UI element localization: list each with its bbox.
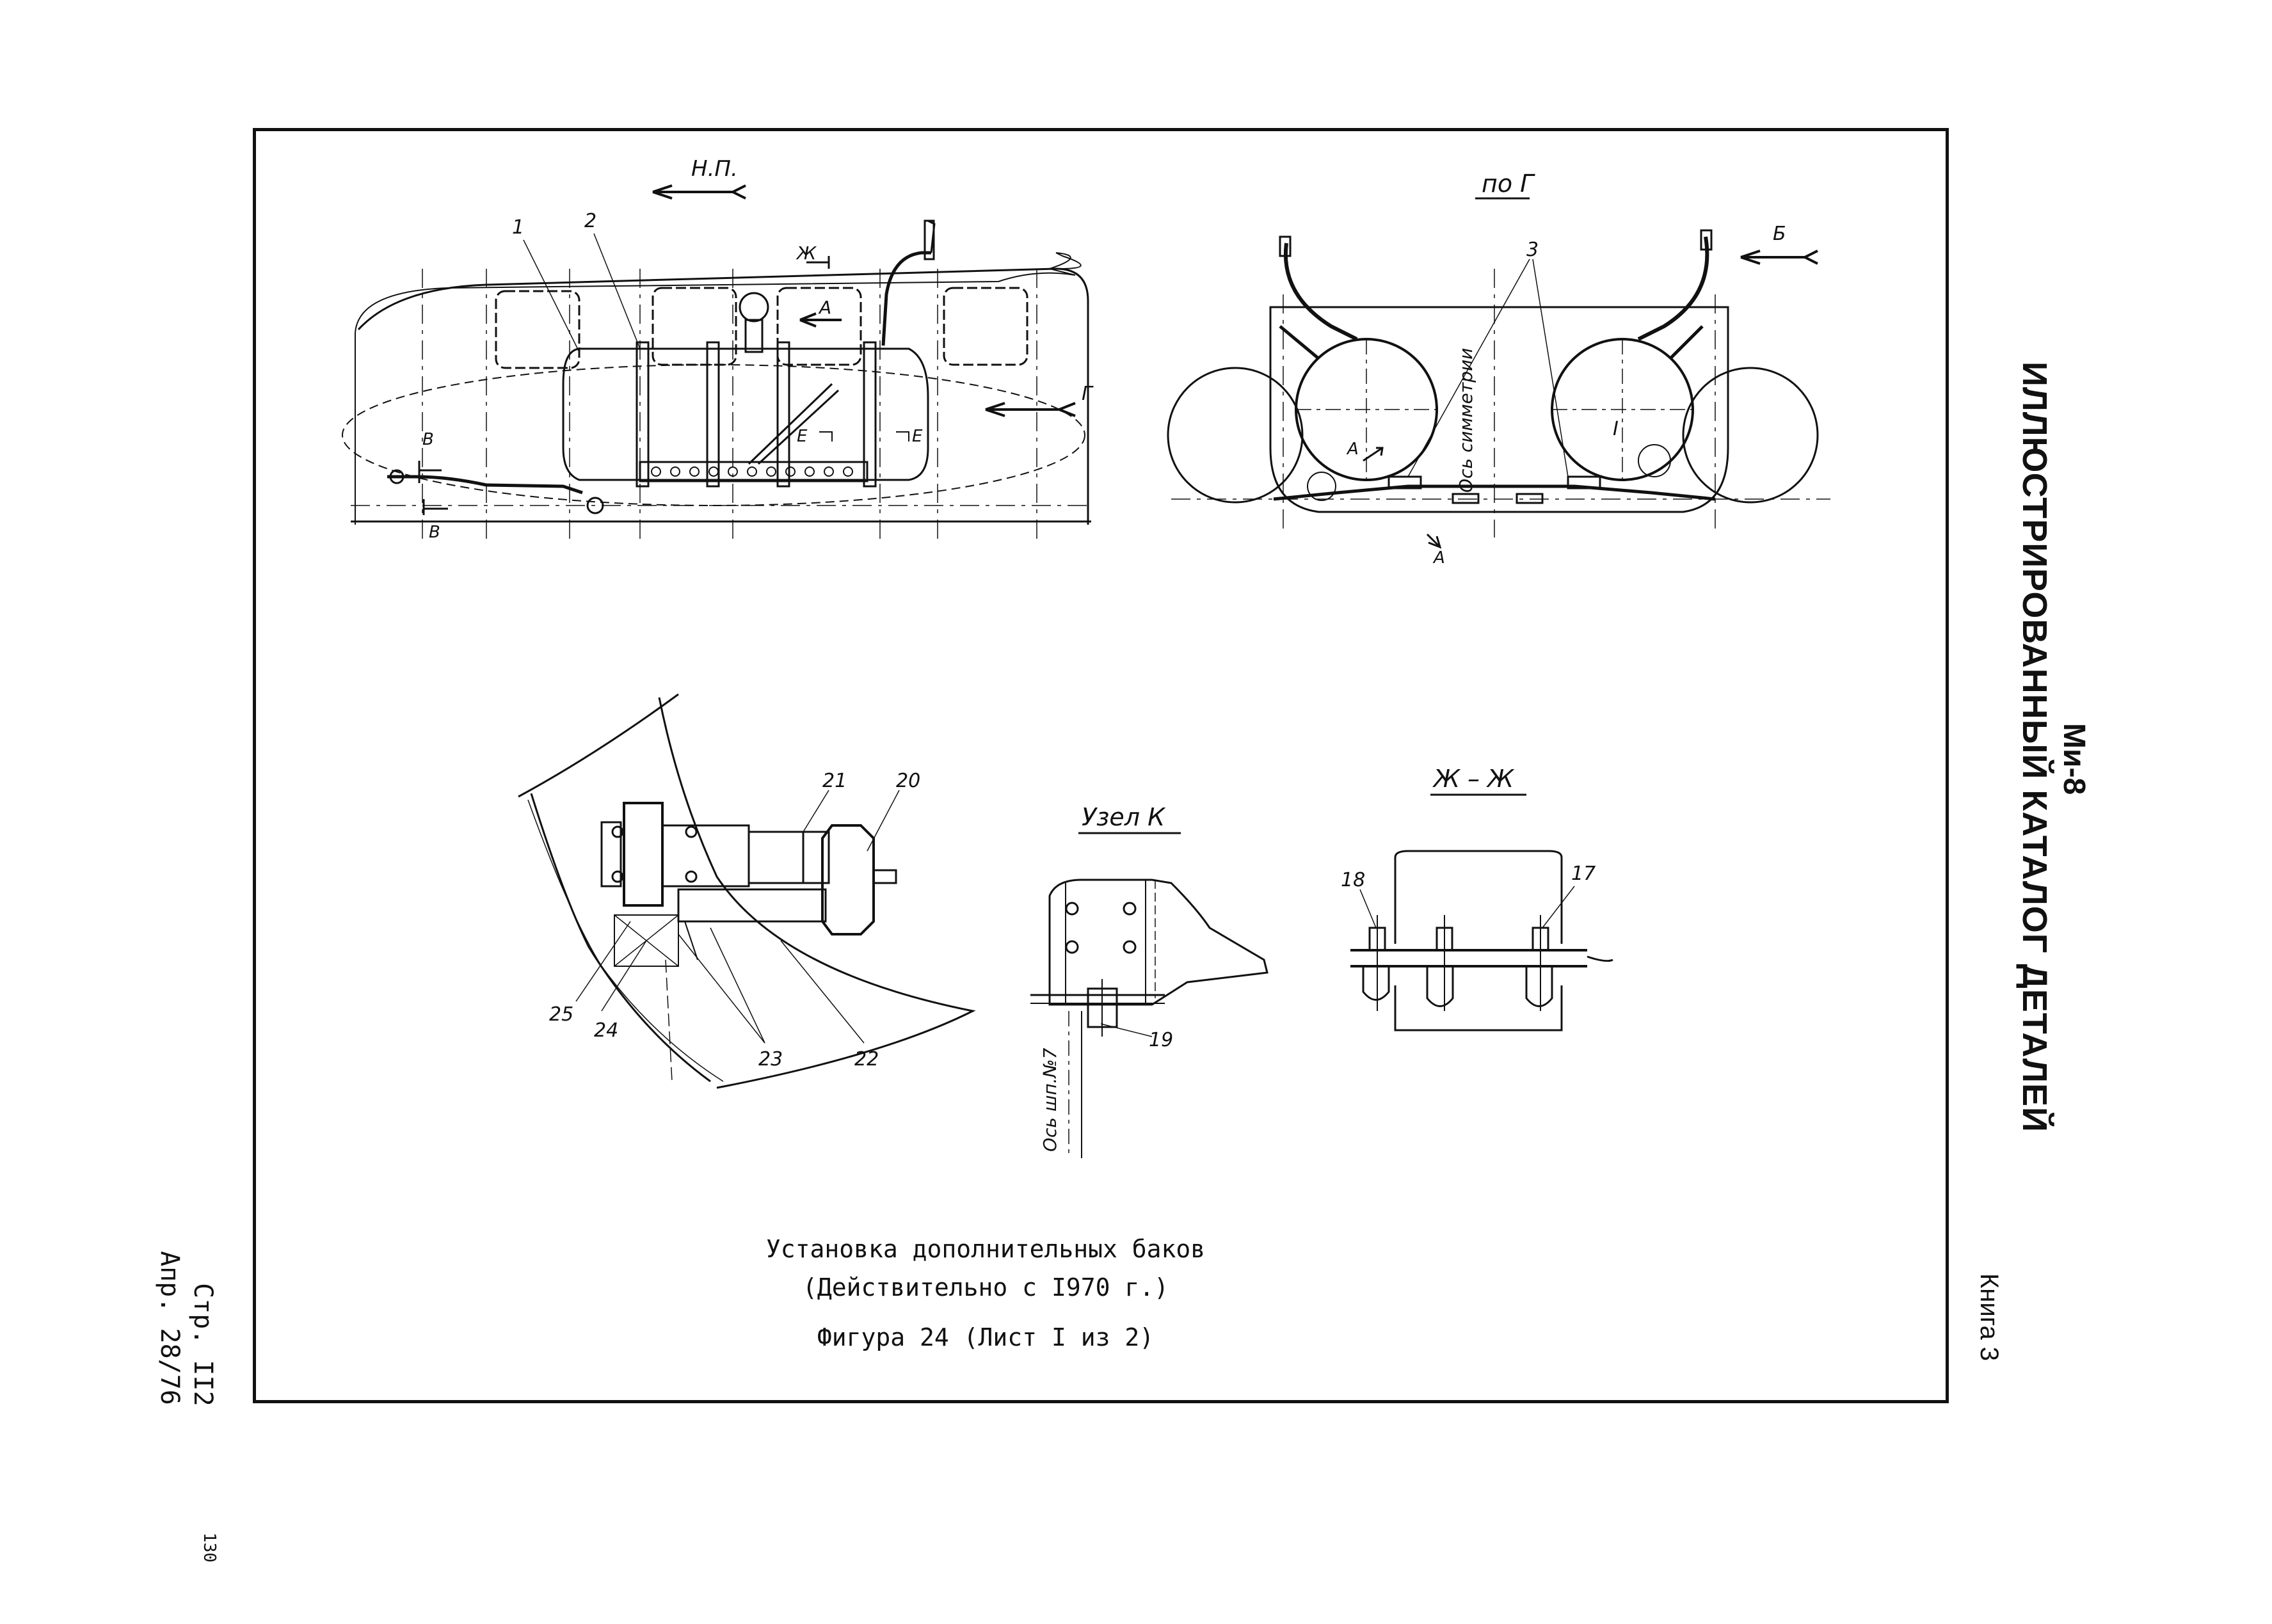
view-g-title: по Г: [1482, 170, 1535, 198]
page-number: Стр. II2: [188, 1283, 218, 1406]
uzel-k-title: Узел К: [1082, 803, 1166, 831]
view-g: по Г Б 3 Ось симметрии I А А: [1167, 170, 1830, 568]
section-v-top: В: [422, 430, 434, 449]
callout-23: 23: [758, 1048, 783, 1071]
callout-25: 25: [549, 1003, 573, 1026]
callout-3: 3: [1526, 239, 1539, 261]
section-zh: Ж – Ж 18 17: [1341, 765, 1613, 1031]
section-e-left: Е: [797, 427, 808, 446]
callout-24: 24: [594, 1019, 618, 1042]
arrow-np-label: Н.П.: [691, 156, 738, 182]
callout-18: 18: [1341, 869, 1365, 891]
uzel-k: Узел К 19 Ось шп.№7: [1030, 803, 1268, 1158]
callout-20: 20: [896, 770, 920, 792]
callout-22: 22: [854, 1048, 879, 1071]
section-a-mark-2: А: [1432, 548, 1445, 568]
arrow-b-label: Б: [1773, 223, 1786, 245]
frame7-axis-label: Ось шп.№7: [1039, 1047, 1060, 1152]
callout-17: 17: [1571, 863, 1596, 885]
catalog-title: ИЛЛЮСТРИРОВАННЫЙ КАТАЛОГ ДЕТАЛЕЙ: [2015, 362, 2054, 1133]
section-a-mark-1: А: [1346, 440, 1359, 459]
callout-1: 1: [512, 216, 524, 239]
section-zh-mark: Ж: [796, 243, 817, 264]
side-view: Н.П. 1 2 Ж А Г Е Е В В: [342, 156, 1094, 544]
section-v-bottom: В: [429, 523, 440, 542]
callout-2: 2: [584, 210, 596, 232]
sheet-number: 130: [200, 1532, 219, 1563]
book-number: Книга 3: [1975, 1273, 2003, 1362]
callout-21: 21: [822, 770, 847, 792]
callout-19: 19: [1149, 1029, 1173, 1051]
arrow-a-label: А: [818, 297, 831, 318]
revision-date: Апр. 28/76: [155, 1251, 184, 1405]
arrow-g-label: Г: [1082, 383, 1094, 405]
aircraft-title: Ми-8: [2057, 723, 2091, 795]
figure-caption-line3: Фигура 24 (Лист I из 2): [817, 1323, 1155, 1351]
detail-joint: 21 20 25 24 23 22: [518, 693, 976, 1089]
figure-caption-line1: Установка дополнительных баков: [765, 1235, 1206, 1263]
section-zh-title: Ж – Ж: [1432, 765, 1515, 793]
figure-caption-line2: (Действительно с I970 г.): [803, 1273, 1169, 1302]
symmetry-axis-label: Ось симметрии: [1455, 348, 1476, 493]
drawing-frame: [253, 128, 1949, 1403]
section-e-right: Е: [912, 427, 923, 446]
detail-i-label: I: [1613, 418, 1619, 440]
